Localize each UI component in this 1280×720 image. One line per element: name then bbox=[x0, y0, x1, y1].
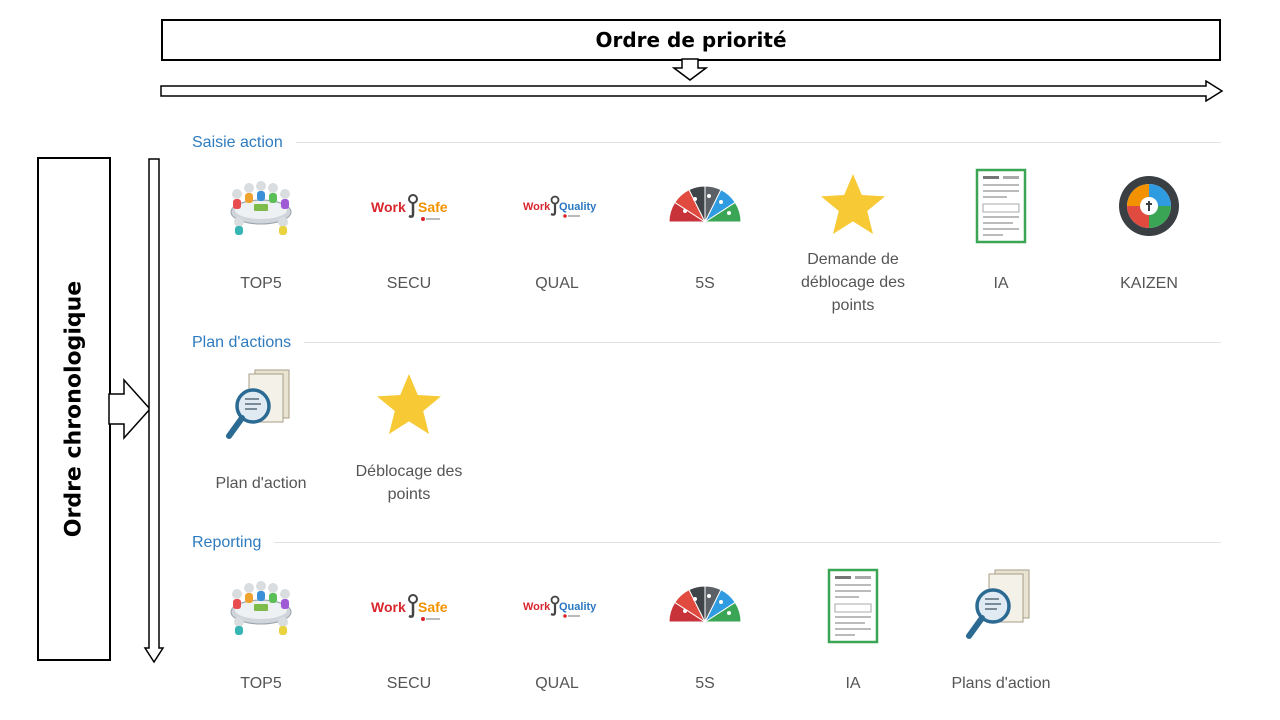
tile-label: SECU bbox=[386, 675, 432, 692]
chronology-axis-arrow-icon bbox=[143, 158, 165, 664]
meeting-table-icon bbox=[221, 566, 301, 646]
workquality-quality-text: Quality bbox=[559, 201, 597, 213]
chronology-header: Ordre chronologique bbox=[37, 157, 111, 661]
kaizen-badge-icon bbox=[1109, 166, 1189, 246]
worksafe-safe-text: Safe bbox=[418, 599, 448, 615]
tile-kaizen[interactable]: KAIZEN bbox=[1075, 166, 1223, 295]
section-divider bbox=[274, 542, 1221, 543]
tile-label: QUAL bbox=[535, 275, 579, 292]
star-icon bbox=[369, 366, 449, 446]
workquality-work-text: Work bbox=[523, 201, 551, 213]
chronology-title: Ordre chronologique bbox=[61, 280, 87, 538]
section-title-plan-actions: Plan d'actions bbox=[192, 334, 292, 351]
tile-ia[interactable]: IA bbox=[927, 166, 1075, 295]
right-arrow-icon bbox=[108, 378, 152, 440]
worksafe-work-text: Work bbox=[371, 199, 406, 215]
workquality-logo-icon: Work Quality bbox=[517, 166, 597, 246]
tile-label: KAIZEN bbox=[1120, 275, 1178, 292]
semicircle-gauge-icon bbox=[665, 566, 745, 646]
tile-ia[interactable]: IA bbox=[779, 566, 927, 695]
workquality-work-text: Work bbox=[523, 601, 551, 613]
priority-title: Ordre de priorité bbox=[595, 28, 787, 52]
tile-secu[interactable]: Work Safe SECU bbox=[335, 566, 483, 695]
tile-plans-action[interactable]: Plans d'action bbox=[927, 566, 1075, 695]
section-divider bbox=[304, 342, 1221, 343]
tile-top5[interactable]: TOP5 bbox=[187, 166, 335, 295]
tile-top5[interactable]: TOP5 bbox=[187, 566, 335, 695]
magnifier-document-icon bbox=[221, 366, 301, 446]
tile-label: Plan d'action bbox=[215, 475, 307, 492]
meeting-table-icon bbox=[221, 166, 301, 246]
tile-qual[interactable]: Work Quality QUAL bbox=[483, 566, 631, 695]
form-document-icon bbox=[813, 566, 893, 646]
priority-header: Ordre de priorité bbox=[161, 19, 1221, 61]
tile-label: Plans d'action bbox=[951, 675, 1051, 692]
magnifier-document-icon bbox=[961, 566, 1041, 646]
tile-label: QUAL bbox=[535, 675, 579, 692]
tile-secu[interactable]: Work Safe SECU bbox=[335, 166, 483, 295]
workquality-logo-icon: Work Quality bbox=[517, 566, 597, 646]
tile-label: Demande de déblocage des points bbox=[800, 251, 906, 314]
tile-demande-deblocage[interactable]: Demande de déblocage des points bbox=[779, 166, 927, 317]
down-arrow-icon bbox=[672, 58, 708, 81]
section-divider bbox=[296, 142, 1221, 143]
tile-label: IA bbox=[993, 275, 1009, 292]
worksafe-logo-icon: Work Safe bbox=[369, 566, 449, 646]
tile-label: SECU bbox=[386, 275, 432, 292]
worksafe-safe-text: Safe bbox=[418, 199, 448, 215]
worksafe-logo-icon: Work Safe bbox=[369, 166, 449, 246]
tile-label: IA bbox=[845, 675, 861, 692]
workquality-quality-text: Quality bbox=[559, 601, 597, 613]
tile-plan-action[interactable]: Plan d'action bbox=[187, 366, 335, 495]
form-document-icon bbox=[961, 166, 1041, 246]
semicircle-gauge-icon bbox=[665, 166, 745, 246]
star-icon bbox=[813, 166, 893, 246]
tile-5s[interactable]: 5S bbox=[631, 566, 779, 695]
tile-label: Déblocage des points bbox=[355, 463, 463, 503]
tile-qual[interactable]: Work Quality QUAL bbox=[483, 166, 631, 295]
priority-axis-arrow-icon bbox=[160, 80, 1224, 102]
worksafe-work-text: Work bbox=[371, 599, 406, 615]
section-title-saisie-action: Saisie action bbox=[192, 134, 283, 151]
section-title-reporting: Reporting bbox=[192, 534, 262, 551]
tile-label: TOP5 bbox=[240, 275, 282, 292]
tile-label: 5S bbox=[695, 675, 715, 692]
tile-5s[interactable]: 5S bbox=[631, 166, 779, 295]
tile-label: TOP5 bbox=[240, 675, 282, 692]
tile-deblocage-points[interactable]: Déblocage des points bbox=[335, 366, 483, 506]
tile-label: 5S bbox=[695, 275, 715, 292]
